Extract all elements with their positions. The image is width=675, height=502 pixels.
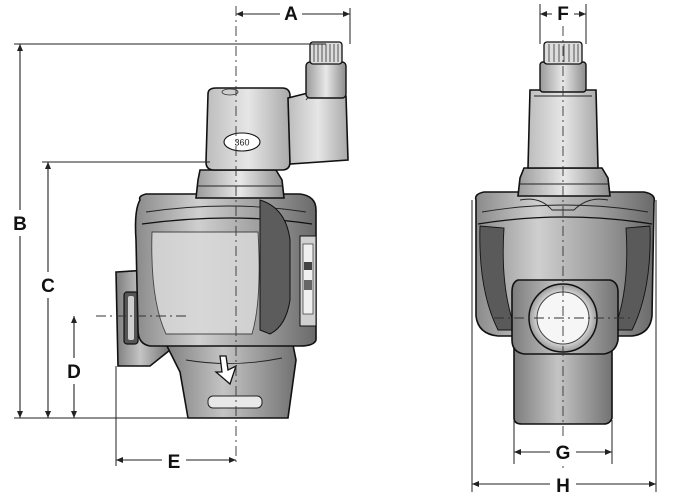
rotation-360-label: 360 (234, 138, 249, 148)
dimension-g: G (513, 420, 613, 464)
dimension-d: D (62, 316, 86, 418)
dimension-a: A (236, 2, 351, 44)
solenoid-coil: 360 (205, 41, 349, 171)
dimension-a-label: A (284, 4, 298, 25)
dimension-c: C (36, 161, 210, 418)
valve-lower-body (162, 339, 297, 419)
dimension-h: H (471, 200, 657, 498)
dimension-b: B (8, 43, 326, 419)
front-port (511, 279, 619, 355)
dimension-h-label: H (556, 476, 570, 497)
dimension-b-label: B (13, 214, 27, 235)
dimension-c-label: C (41, 276, 55, 297)
dimension-f-label: F (557, 4, 569, 25)
dimension-e: E (115, 366, 236, 474)
dimension-d-label: D (67, 362, 81, 383)
front-view: F G H (471, 2, 657, 498)
rotation-360-badge (223, 132, 261, 152)
dimension-g-label: G (556, 443, 571, 464)
flow-arrow-icon (214, 355, 238, 386)
dimension-f: F (539, 2, 587, 44)
side-view: 360 A B C (8, 2, 351, 474)
dimension-e-label: E (168, 452, 181, 473)
valve-main-body (134, 169, 317, 347)
